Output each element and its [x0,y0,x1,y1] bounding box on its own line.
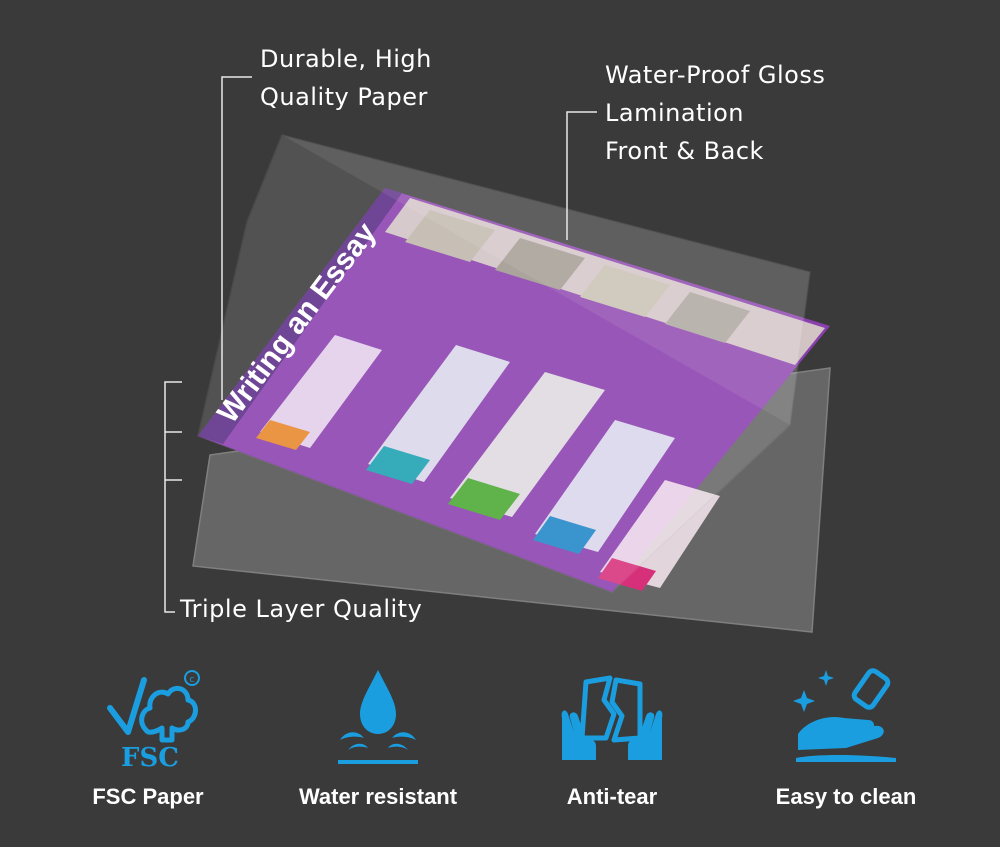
callout-line: Front & Back [605,137,764,165]
callout-leader-lines [164,76,597,613]
callout-line: Quality Paper [260,83,428,111]
water-drop-icon [338,670,418,764]
callout-line: Lamination [605,99,745,127]
poster-sheet [198,188,830,592]
callout-durable-paper: Durable, High Quality Paper [260,40,432,116]
callout-line: Durable, High [260,45,432,73]
fsc-logo-text: FSC [121,743,179,770]
feature-easy-to-clean: Easy to clean [736,660,956,809]
poster-illustration: Writing an Essay [192,134,831,633]
callout-triple-layer: Triple Layer Quality [180,595,423,623]
torn-paper-hands-icon [561,675,663,760]
callout-line: Water-Proof Gloss [605,61,826,89]
feature-label: Water resistant [298,784,458,809]
svg-text:c: c [190,675,195,685]
feature-fsc-paper: c FSC FSC Paper [38,660,258,809]
lamination-front-layer [197,134,811,593]
feature-label: Anti-tear [566,784,658,809]
cleaning-spray-hand-icon [793,668,896,762]
feature-water-resistant: Water resistant [268,660,488,809]
callout-lamination: Water-Proof Gloss Lamination Front & Bac… [605,56,825,170]
fsc-tree-icon: c FSC [107,670,200,770]
feature-label: Easy to clean [775,784,917,809]
feature-label: FSC Paper [92,784,204,809]
feature-anti-tear: Anti-tear [502,660,722,809]
